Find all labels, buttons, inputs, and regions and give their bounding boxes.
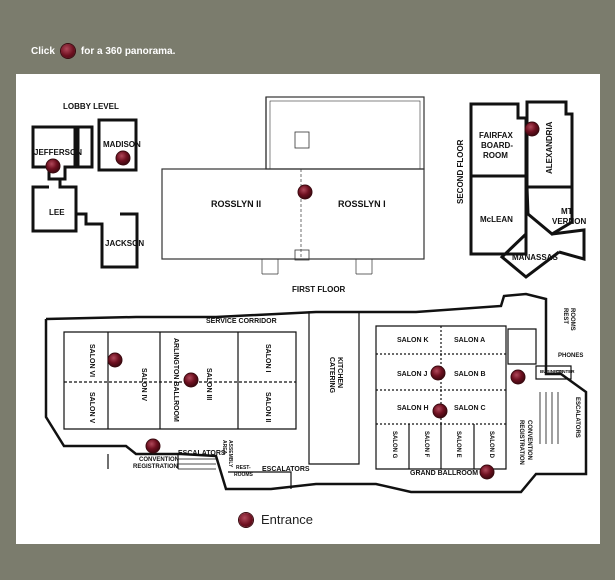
panorama-marker-business-center[interactable]: [510, 369, 526, 385]
room-label-manassas: MANASSAS: [512, 253, 558, 262]
room-label-escalators-right: ESCALATORS: [574, 397, 580, 438]
panorama-marker-alexandria[interactable]: [524, 121, 540, 137]
room-label-catering-kitchen-2: KITCHEN: [336, 357, 343, 388]
room-label-escalators-left-2: ESCALATORS: [262, 466, 310, 473]
panorama-marker-salon-h[interactable]: [432, 403, 448, 419]
room-label-convention-registration-right-1: CONVENTION: [526, 420, 532, 460]
room-label-arlington-ballroom: ARLINGTON BALLROOM: [172, 338, 179, 422]
rosslyn-walls: [161, 96, 425, 275]
room-label-business-center-2: CENTER: [556, 369, 575, 374]
room-label-lee: LEE: [49, 208, 65, 217]
room-label-escalators-left-1: ESCALATORS: [178, 450, 226, 457]
panorama-marker-arlington-ballroom[interactable]: [183, 372, 199, 388]
second-floor-walls: [469, 100, 586, 279]
panorama-markers: [45, 121, 540, 480]
room-label-salon-i: SALON I: [264, 344, 271, 372]
entrance-marker-icon: [239, 512, 253, 527]
room-label-assembly-area-2: AREA: [221, 440, 227, 455]
service-corridor-label: SERVICE CORRIDOR: [206, 318, 277, 325]
main-level-walls: [44, 292, 588, 494]
room-label-salon-j: SALON J: [397, 371, 427, 378]
room-label-jackson: JACKSON: [105, 239, 144, 248]
room-label-assembly-area-1: ASSEMBLY: [227, 440, 233, 468]
room-label-salon-b: SALON B: [454, 371, 486, 378]
panorama-marker-convention-registration-left[interactable]: [145, 438, 161, 454]
room-label-salon-k: SALON K: [397, 337, 429, 344]
room-label-salon-iii: SALON III: [205, 368, 212, 400]
room-label-convention-registration-left-2: REGISTRATION: [133, 464, 178, 470]
room-label-convention-registration-right-2: REGISTRATION: [518, 420, 524, 465]
room-label-salon-a: SALON A: [454, 337, 485, 344]
room-label-salon-d: SALON D: [488, 431, 494, 459]
room-label-mt-vernon-2: VERNON: [552, 217, 586, 226]
panorama-marker-madison[interactable]: [115, 150, 131, 166]
panorama-marker-icon: [60, 44, 75, 58]
map-legend: Entrance: [239, 512, 313, 527]
room-label-rosslyn-ii: ROSSLYN II: [211, 199, 261, 209]
panorama-hint: Click for a 360 panorama.: [31, 44, 175, 58]
panorama-marker-jefferson[interactable]: [45, 158, 61, 174]
room-label-salon-iv: SALON IV: [140, 368, 147, 401]
panorama-marker-rosslyn[interactable]: [297, 184, 313, 200]
room-label-business-center-1: BUSINESS: [540, 369, 563, 374]
second-floor-label: SECOND FLOOR: [456, 139, 465, 204]
first-floor-label: FIRST FLOOR: [292, 285, 346, 294]
lobby-walls: [31, 118, 139, 269]
panorama-marker-salon-j[interactable]: [430, 365, 446, 381]
room-label-salon-c: SALON C: [454, 405, 486, 412]
room-label-mt-vernon-1: MT.: [561, 207, 574, 216]
room-label-jefferson: JEFFERSON: [34, 148, 82, 157]
hint-click-label: Click: [31, 45, 55, 57]
legend-entrance-label: Entrance: [261, 512, 314, 527]
hint-panorama-label: for a 360 panorama.: [80, 45, 176, 57]
room-label-alexandria: ALEXANDRIA: [545, 121, 554, 174]
panorama-marker-grand-ballroom[interactable]: [479, 464, 495, 480]
panorama-marker-salon-vi[interactable]: [107, 352, 123, 368]
room-label-salon-vi: SALON VI: [88, 344, 95, 377]
room-label-grand-ballroom: GRAND BALLROOM: [410, 470, 478, 477]
room-label-catering-kitchen-1: CATERING: [328, 357, 335, 394]
floor-plan-svg: LOBBY LEVEL JEFFERSON MADISON LEE JACKSO…: [31, 96, 588, 494]
room-label-convention-registration-left-1: CONVENTION: [139, 457, 179, 463]
room-label-rest-rooms-small-1: REST-: [236, 465, 251, 471]
room-label-rest-rooms-small-2: ROOMS: [234, 472, 254, 478]
floor-plan-map: LOBBY LEVEL JEFFERSON MADISON LEE JACKSO…: [16, 74, 600, 544]
room-label-madison: MADISON: [103, 140, 141, 149]
room-label-phones: PHONES: [558, 353, 583, 359]
room-label-salon-v: SALON V: [88, 392, 95, 423]
room-label-salon-g: SALON G: [391, 431, 397, 459]
room-label-mclean: McLEAN: [480, 215, 513, 224]
room-label-salon-e: SALON E: [455, 431, 461, 458]
room-label-rosslyn-i: ROSSLYN I: [338, 199, 386, 209]
room-label-fairfax-3: ROOM: [483, 151, 508, 160]
room-label-rest-rooms-1: REST: [562, 308, 568, 324]
room-label-salon-ii: SALON II: [264, 392, 271, 422]
room-label-rest-rooms-2: ROOMS: [569, 308, 575, 331]
lobby-level-label: LOBBY LEVEL: [63, 102, 119, 111]
room-label-salon-h: SALON H: [397, 405, 429, 412]
room-label-fairfax-1: FAIRFAX: [479, 131, 513, 140]
room-label-fairfax-2: BOARD-: [481, 141, 513, 150]
room-label-salon-f: SALON F: [423, 431, 429, 458]
